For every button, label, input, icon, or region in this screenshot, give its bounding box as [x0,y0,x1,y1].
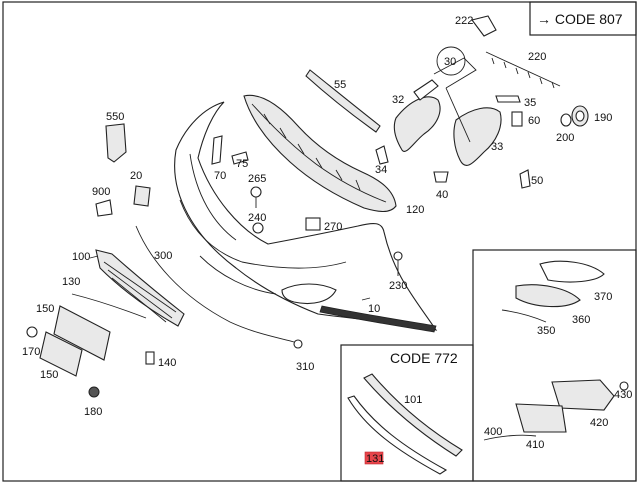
callout-270[interactable]: 270 [324,221,342,233]
callout-20[interactable]: 20 [130,170,142,182]
callout-130[interactable]: 130 [62,276,80,288]
callout-75[interactable]: 75 [236,158,248,170]
callout-30-circle [436,46,466,76]
bracket-20-part[interactable] [133,185,151,207]
code-772-label[interactable]: CODE 772 [390,350,458,366]
callout-131[interactable]: 131 [366,453,384,465]
callout-50[interactable]: 50 [531,175,543,187]
callout-220[interactable]: 220 [528,51,546,63]
callout-370[interactable]: 370 [594,291,612,303]
sensor-190-part[interactable] [571,105,589,127]
callout-55[interactable]: 55 [334,79,346,91]
strip-130[interactable] [71,293,147,319]
callout-265[interactable]: 265 [248,173,266,185]
callout-labels: 10 20 30 32 33 34 35 40 50 55 60 70 75 1… [22,15,632,465]
clip-70-part[interactable] [211,135,223,165]
ring-200[interactable] [560,113,572,127]
callout-70[interactable]: 70 [214,170,226,182]
bumper-trim-strip [319,305,437,333]
callout-131-highlight [364,451,384,465]
clip-35[interactable] [495,95,521,103]
wiring-harness-300[interactable] [135,225,295,343]
callout-410[interactable]: 410 [526,439,544,451]
callout-360[interactable]: 360 [572,314,590,326]
lower-grille-part[interactable] [95,249,185,327]
code-772-grille-part[interactable] [347,373,463,475]
screw-75-part[interactable] [231,151,249,165]
callout-200[interactable]: 200 [556,132,574,144]
callout-350[interactable]: 350 [537,325,555,337]
fog-lamp-trim-parts[interactable] [501,260,605,323]
callout-10[interactable]: 10 [368,303,380,315]
callout-430[interactable]: 430 [614,389,632,401]
callout-300[interactable]: 300 [154,250,172,262]
callout-33[interactable]: 33 [491,141,503,153]
nut-180[interactable] [88,386,100,398]
fog-grille-parts[interactable] [483,379,629,441]
nut-240-part[interactable] [252,222,264,234]
callout-40[interactable]: 40 [436,189,448,201]
callout-101[interactable]: 101 [404,394,422,406]
callout-150-lower[interactable]: 150 [40,369,58,381]
clip-34[interactable] [375,145,389,165]
clip-40[interactable] [433,171,449,183]
callout-140[interactable]: 140 [158,357,176,369]
callout-230[interactable]: 230 [389,280,407,292]
callout-100[interactable]: 100 [72,251,90,263]
plate-150-part[interactable] [39,305,111,377]
callout-900[interactable]: 900 [92,186,110,198]
screw-230-part[interactable] [393,251,403,276]
connector-310[interactable] [293,339,303,349]
screw-50[interactable] [519,169,531,189]
callout-310[interactable]: 310 [296,361,314,373]
callout-30[interactable]: 30 [444,56,456,68]
screw-265-part[interactable] [250,186,262,208]
bracket-550-part[interactable] [105,123,127,163]
callout-400[interactable]: 400 [484,426,502,438]
rail-55-part[interactable] [305,69,381,133]
bumper-carrier-part[interactable] [243,94,397,213]
code-807-label[interactable]: → CODE 807 [537,11,623,27]
pad-270-part[interactable] [305,217,321,231]
callout-240[interactable]: 240 [248,212,266,224]
inset-box-right [472,249,637,482]
callout-60[interactable]: 60 [528,115,540,127]
callout-150-upper[interactable]: 150 [36,303,54,315]
fog-lamp-opening [281,283,337,305]
callout-32[interactable]: 32 [392,94,404,106]
code-807-box [529,1,637,36]
sensor-harness-part[interactable] [471,15,561,89]
callout-35[interactable]: 35 [524,97,536,109]
bracket-assembly-part[interactable] [393,57,502,166]
callout-170[interactable]: 170 [22,346,40,358]
connector-900-part[interactable] [95,199,113,217]
callout-420[interactable]: 420 [590,417,608,429]
callout-120[interactable]: 120 [406,204,424,216]
callout-222[interactable]: 222 [455,15,473,27]
clip-60[interactable] [511,111,523,127]
bolt-170[interactable] [26,326,38,338]
callout-550[interactable]: 550 [106,111,124,123]
bumper-cover-part[interactable] [174,101,438,333]
clip-140[interactable] [145,351,155,365]
callout-180[interactable]: 180 [84,406,102,418]
inset-box-code-772 [340,344,474,482]
callout-34[interactable]: 34 [375,164,387,176]
callout-190[interactable]: 190 [594,112,612,124]
